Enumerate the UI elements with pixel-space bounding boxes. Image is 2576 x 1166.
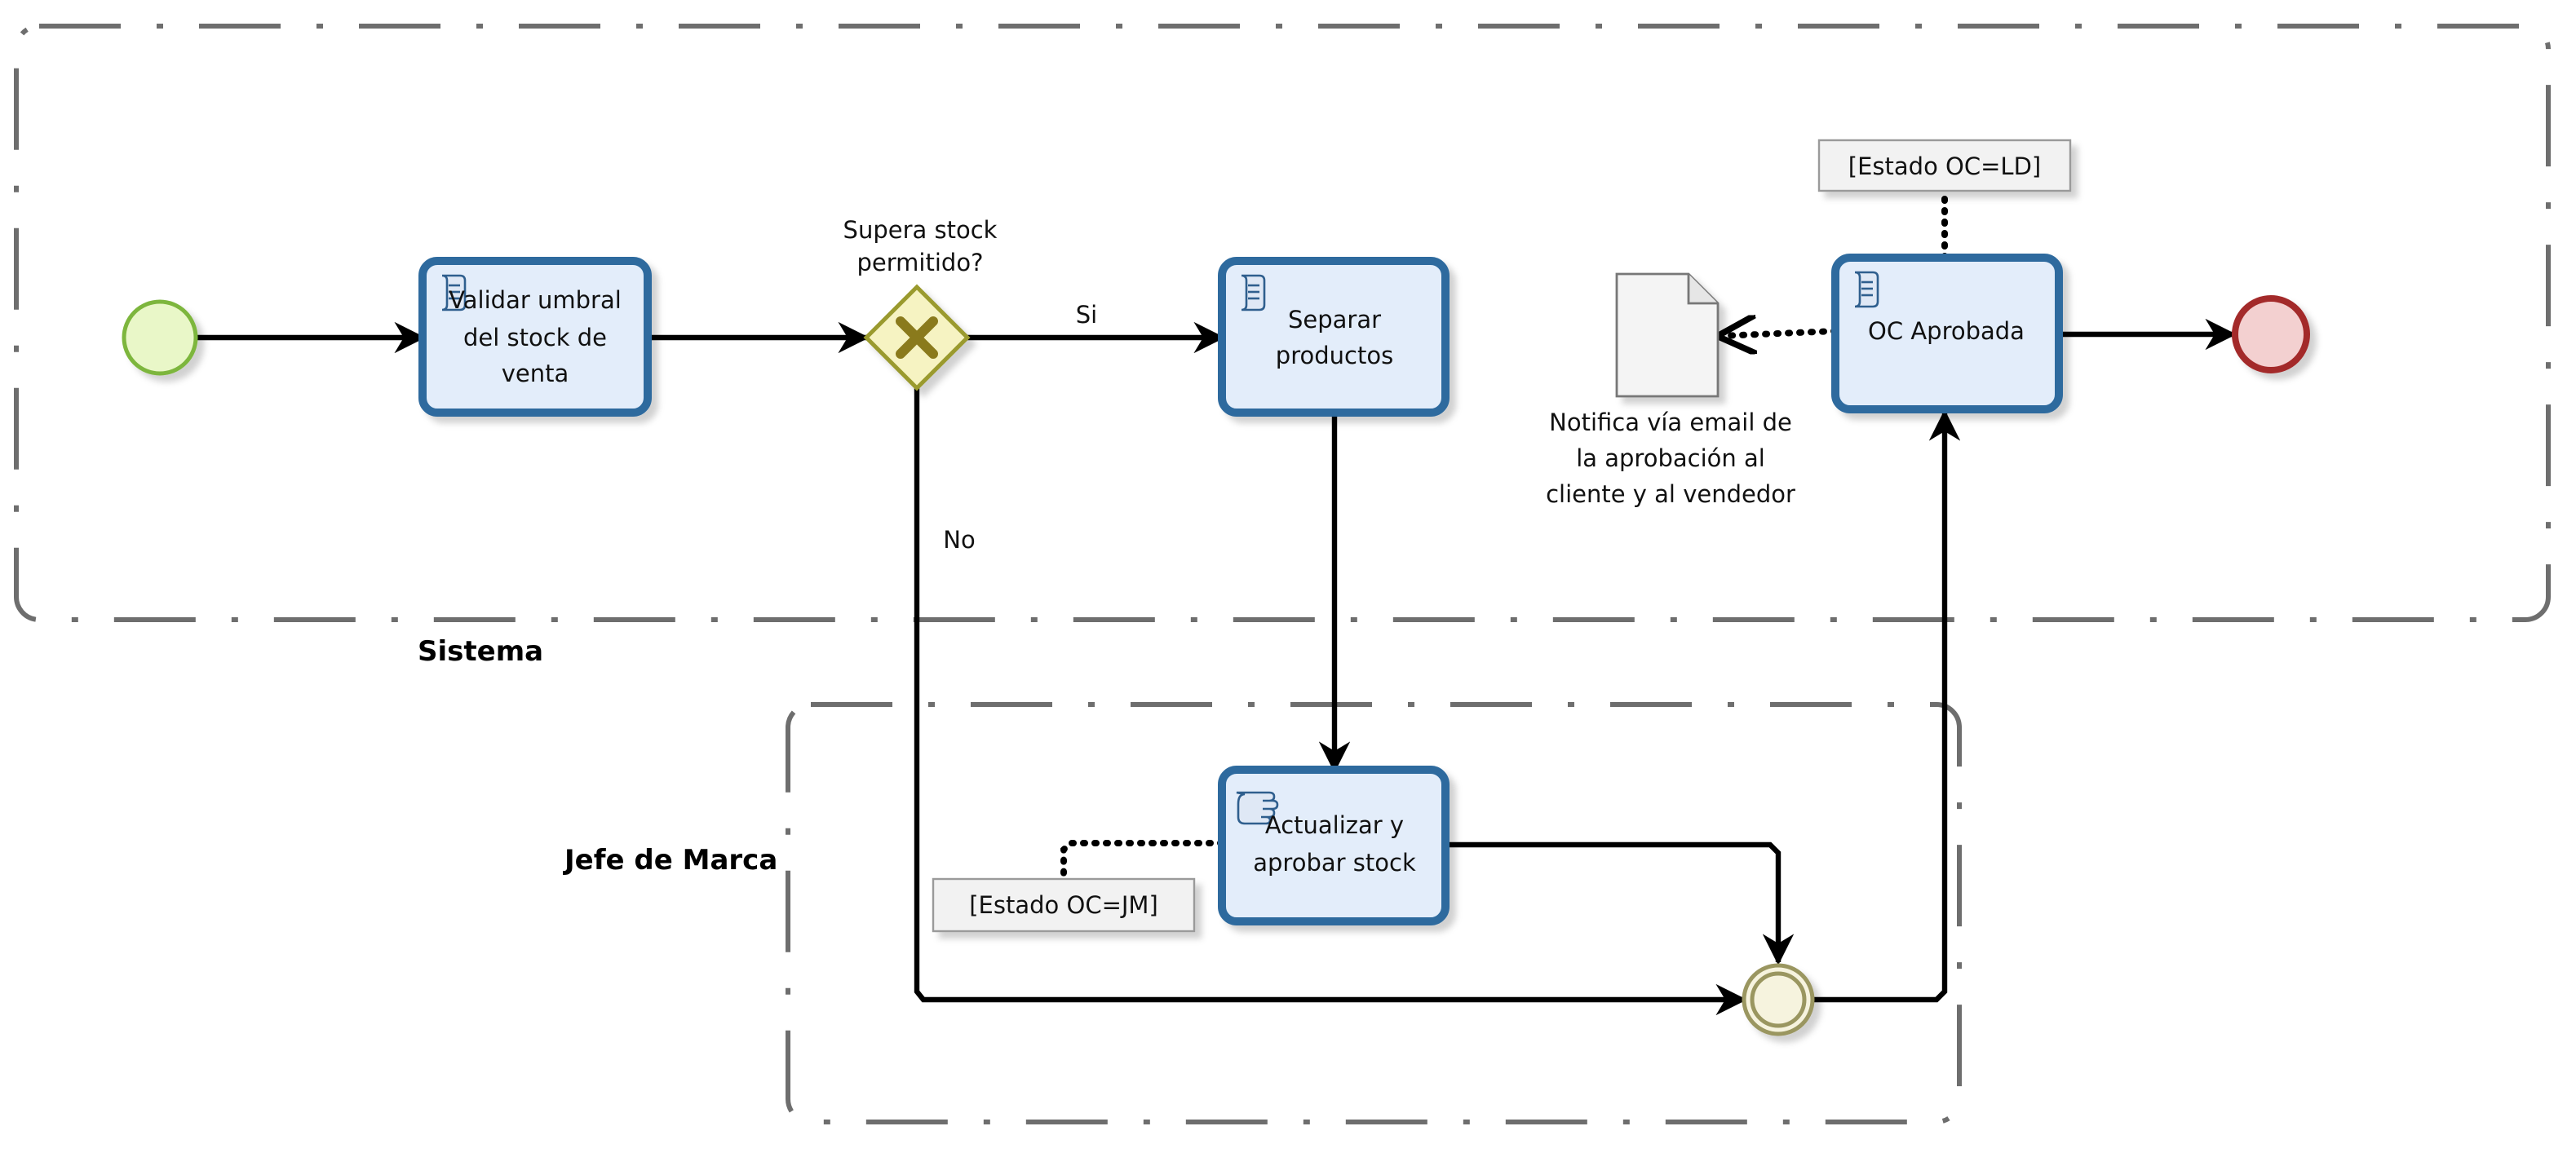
annotation-estado-ld[interactable]: [Estado OC=LD] [1817, 139, 2072, 192]
annotation-estado-jm[interactable]: [Estado OC=JM] [932, 877, 1196, 933]
script-icon [1241, 274, 1266, 311]
start-event[interactable] [122, 299, 198, 376]
flow-actualizar-merge[interactable] [1445, 841, 1795, 965]
task-oc-aprobada[interactable]: OC Aprobada [1831, 254, 2063, 413]
task-actualizar-stock[interactable]: Actualizar y aprobar stock [1218, 766, 1450, 925]
end-event[interactable] [2232, 295, 2310, 373]
task-validar-umbral[interactable]: Validar umbral del stock de venta [418, 257, 652, 417]
pool-label-sistema: Sistema [418, 635, 543, 668]
task-label-line: del stock de [463, 324, 607, 351]
assoc-aprobada-document[interactable] [1721, 331, 1839, 336]
flow-gateway-merge-no[interactable] [914, 388, 1747, 1016]
task-label-line: productos [1276, 342, 1393, 369]
gateway-label-line2: permitido? [857, 249, 984, 276]
script-icon [441, 274, 467, 311]
exclusive-gateway[interactable] [863, 284, 971, 391]
pool-label-jefe-de-marca: Jefe de Marca [563, 844, 777, 877]
task-label-line: Separar [1288, 306, 1381, 333]
document-label-line: cliente y al vendedor [1546, 480, 1795, 508]
task-label-line: venta [502, 360, 569, 387]
task-label-line: aprobar stock [1253, 849, 1416, 877]
associations [1060, 189, 1948, 884]
pool-jefe-de-marca: Jefe de Marca [563, 702, 1962, 1124]
hand-icon [1236, 791, 1279, 825]
task-label-line: OC Aprobada [1868, 317, 2025, 345]
document-label-line: la aprobación al [1576, 444, 1765, 472]
document-label-line: Notifica vía email de [1549, 409, 1792, 436]
task-label-line: Actualizar y [1265, 811, 1404, 839]
annotation-text: [Estado OC=LD] [1848, 152, 2041, 180]
x-icon [896, 316, 938, 359]
script-icon [1854, 271, 1879, 308]
assoc-actualizar-anno-jm[interactable] [1060, 840, 1225, 884]
intermediate-event[interactable] [1742, 963, 1815, 1036]
flow-label-no: No [943, 526, 975, 554]
task-separar-productos[interactable]: Separar productos [1218, 257, 1450, 417]
document-icon[interactable] [1615, 272, 1720, 398]
flow-label-si: Si [1076, 301, 1097, 329]
pool-sistema: Sistema [14, 24, 2551, 668]
task-label-line: Validar umbral [449, 286, 622, 314]
sequence-flows [197, 318, 2237, 1016]
gateway-label-line1: Supera stock [843, 216, 998, 244]
annotation-text: [Estado OC=JM] [969, 891, 1158, 919]
flow-merge-aprobada[interactable] [1812, 409, 1961, 1003]
